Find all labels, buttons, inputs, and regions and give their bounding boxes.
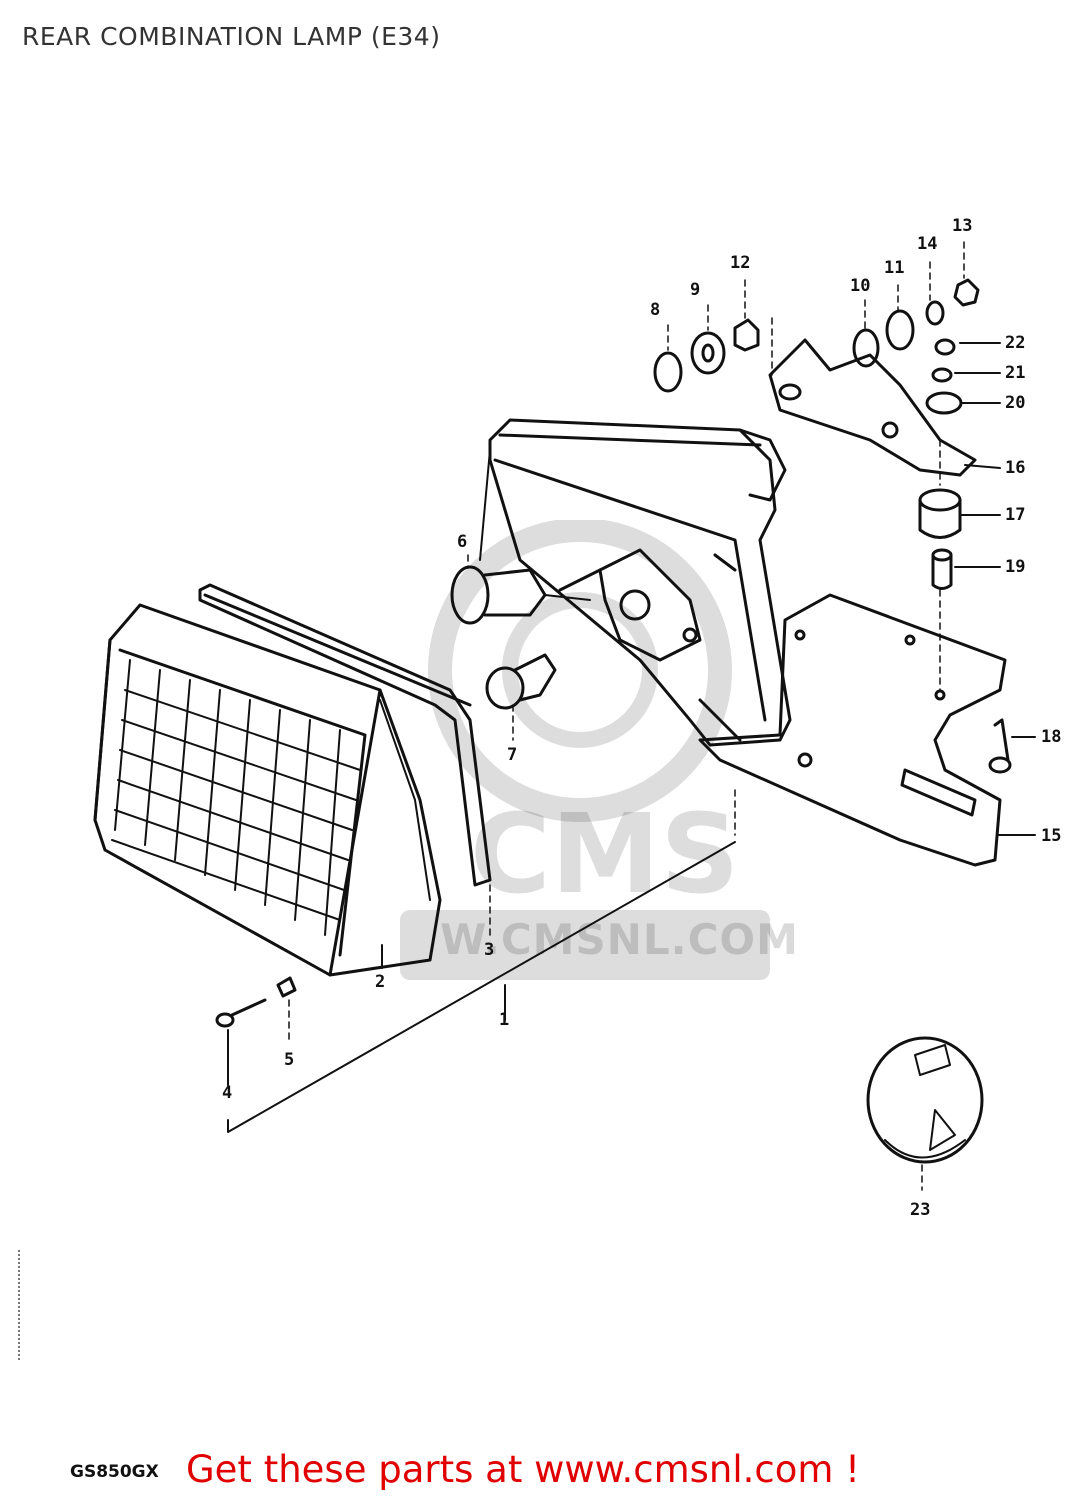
washer-11	[885, 309, 915, 351]
callout-5: 5	[284, 1050, 295, 1070]
emblem-23	[866, 1036, 984, 1164]
nut-13	[953, 278, 980, 307]
callout-14: 14	[917, 234, 938, 254]
gasket-part	[198, 583, 492, 887]
callout-9: 9	[690, 280, 701, 300]
watermark-url: W.CMSNL.COM	[440, 915, 799, 964]
callout-16: 16	[1005, 458, 1026, 478]
bulb-7	[485, 653, 557, 710]
watermark-logo: CMS	[470, 790, 740, 918]
bracket-plate-15	[698, 593, 1007, 867]
screw-18	[988, 718, 1012, 774]
callout-7: 7	[507, 745, 518, 765]
callout-23: 23	[910, 1200, 931, 1220]
washer-21	[931, 367, 953, 383]
upper-bracket-16	[768, 338, 977, 477]
callout-21: 21	[1005, 363, 1026, 383]
washer-8	[653, 351, 683, 393]
callout-1: 1	[499, 1010, 510, 1030]
grommet-17	[918, 488, 962, 539]
callout-19: 19	[1005, 557, 1026, 577]
callout-4: 4	[222, 1083, 233, 1103]
callout-12: 12	[730, 253, 751, 273]
washer-10	[852, 328, 880, 368]
callout-18: 18	[1041, 727, 1062, 747]
lens-part	[93, 603, 442, 977]
callout-2: 2	[375, 972, 386, 992]
model-code: GS850GX	[70, 1462, 159, 1482]
socket-part	[558, 548, 702, 662]
clip-5	[276, 976, 297, 998]
cta-link[interactable]: Get these parts at www.cmsnl.com !	[186, 1448, 861, 1491]
callout-17: 17	[1005, 505, 1026, 525]
callout-13: 13	[952, 216, 973, 236]
callout-6: 6	[457, 532, 468, 552]
lamp-housing	[488, 418, 792, 747]
collar-19	[931, 548, 953, 590]
bulb-6	[450, 449, 591, 625]
callout-20: 20	[1005, 393, 1026, 413]
nut-22	[934, 338, 956, 356]
screw-4	[215, 998, 267, 1028]
washer-14	[925, 300, 945, 326]
callout-8: 8	[650, 300, 661, 320]
page-edge-marks	[18, 1250, 24, 1360]
page-title: REAR COMBINATION LAMP (E34)	[22, 22, 441, 51]
callout-10: 10	[850, 276, 871, 296]
callout-22: 22	[1005, 333, 1026, 353]
callout-3: 3	[484, 940, 495, 960]
collar-12	[733, 318, 760, 352]
callout-15: 15	[1041, 826, 1062, 846]
washer-20	[925, 391, 963, 415]
callout-11: 11	[884, 258, 905, 278]
washer-9	[690, 331, 726, 375]
